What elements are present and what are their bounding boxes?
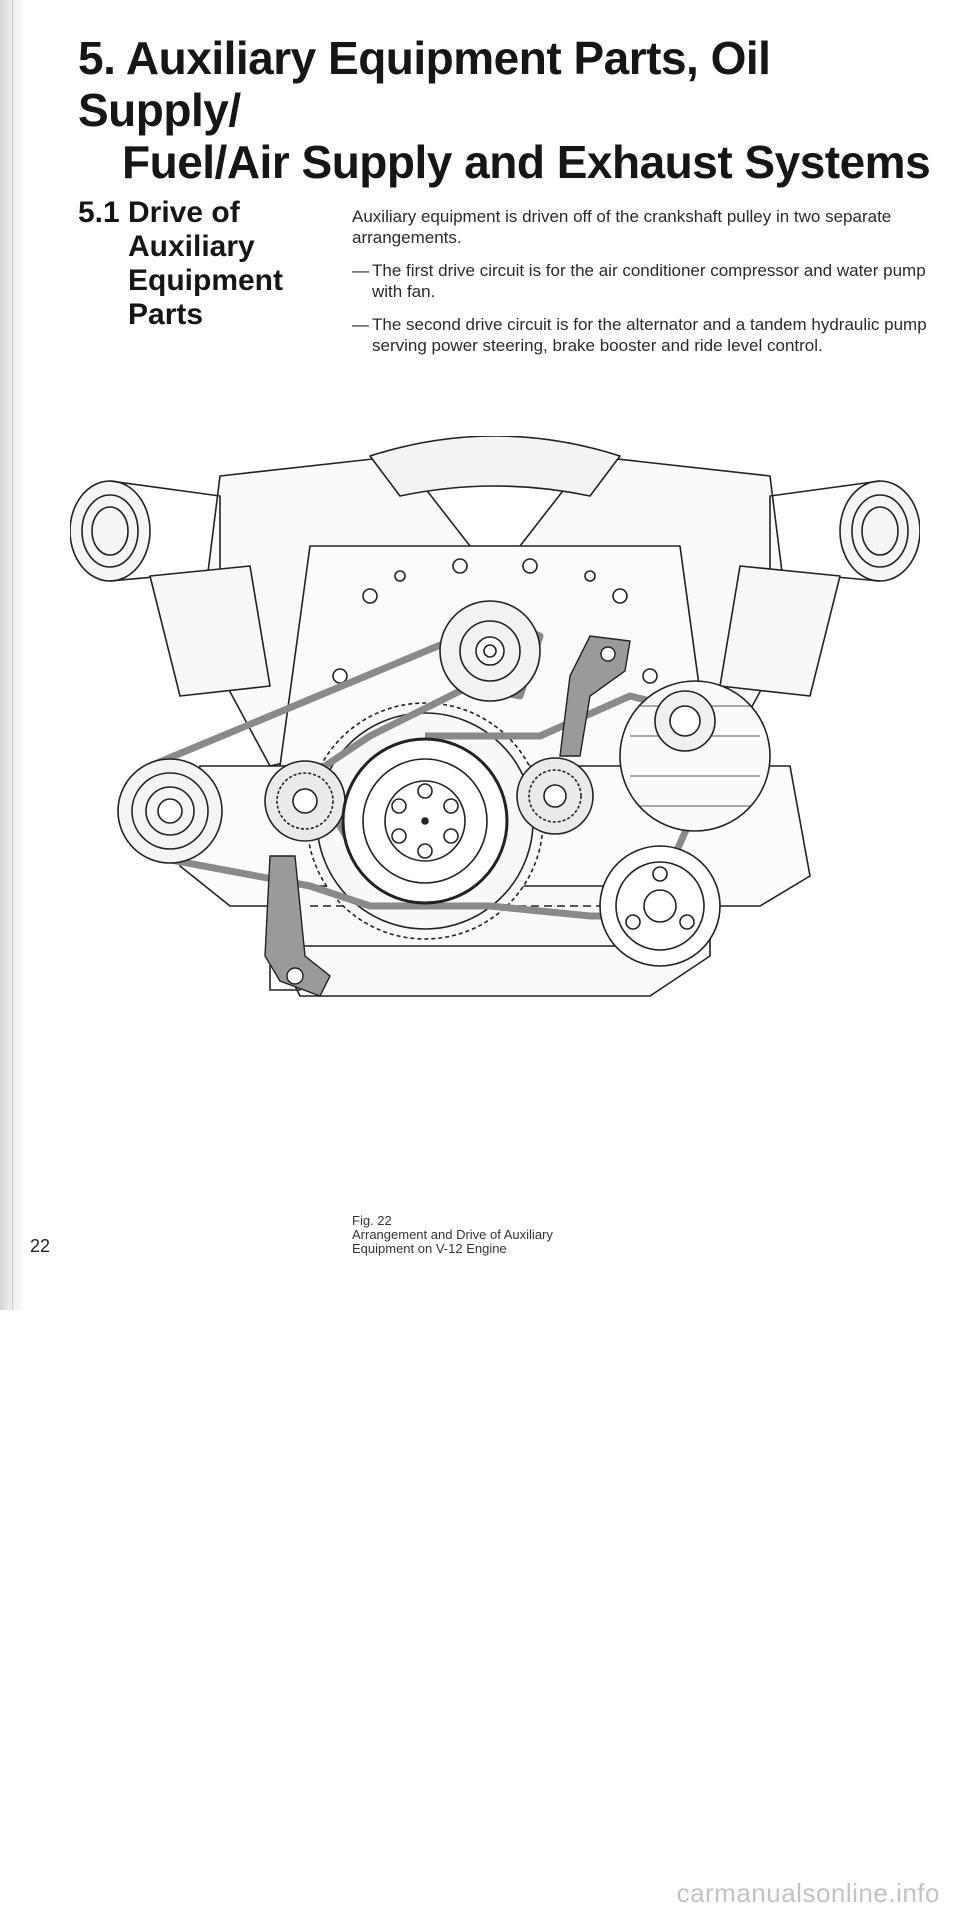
tensioner-bracket-left — [264, 855, 331, 997]
bullet-dash: — — [352, 261, 369, 280]
section-title: Drive of Auxiliary Equipment Parts — [128, 196, 283, 331]
list-item-text: The second drive circuit is for the alte… — [372, 315, 927, 355]
binding-edge — [0, 0, 22, 1310]
binding-line — [12, 0, 13, 1310]
tensioner-bracket-right — [559, 635, 631, 757]
bullet-dash: — — [352, 315, 369, 334]
list-item: — The second drive circuit is for the al… — [352, 314, 932, 356]
chapter-title-line-2: Fuel/Air Supply and Exhaust Systems — [122, 136, 931, 188]
list-item-text: The first drive circuit is for the air c… — [372, 261, 926, 301]
caption-line-2: Equipment on V-12 Engine — [352, 1241, 507, 1256]
engine-drive-diagram — [70, 436, 920, 997]
intro-paragraph: Auxiliary equipment is driven off of the… — [352, 207, 892, 247]
section-number: 5.1 — [78, 196, 120, 229]
caption-line-1: Arrangement and Drive of Auxiliary — [352, 1227, 553, 1242]
figure-label: Fig. 22 — [352, 1213, 392, 1228]
list-item: — The first drive circuit is for the air… — [352, 260, 932, 302]
watermark: carmanualsonline.info — [676, 1878, 940, 1908]
chapter-title-line-1: 5. Auxiliary Equipment Parts, Oil Supply… — [78, 32, 771, 136]
chapter-title: 5. Auxiliary Equipment Parts, Oil Supply… — [78, 32, 938, 188]
right-air-box — [719, 565, 841, 697]
left-air-box — [149, 565, 271, 697]
figure-caption: Fig. 22 Arrangement and Drive of Auxilia… — [352, 1214, 652, 1256]
hydraulic-pump-pulley — [599, 845, 721, 967]
drive-circuit-list: — The first drive circuit is for the air… — [352, 260, 932, 356]
body-text: Auxiliary equipment is driven off of the… — [352, 206, 932, 368]
intake-manifold-top — [369, 436, 621, 497]
page-number: 22 — [30, 1236, 51, 1256]
